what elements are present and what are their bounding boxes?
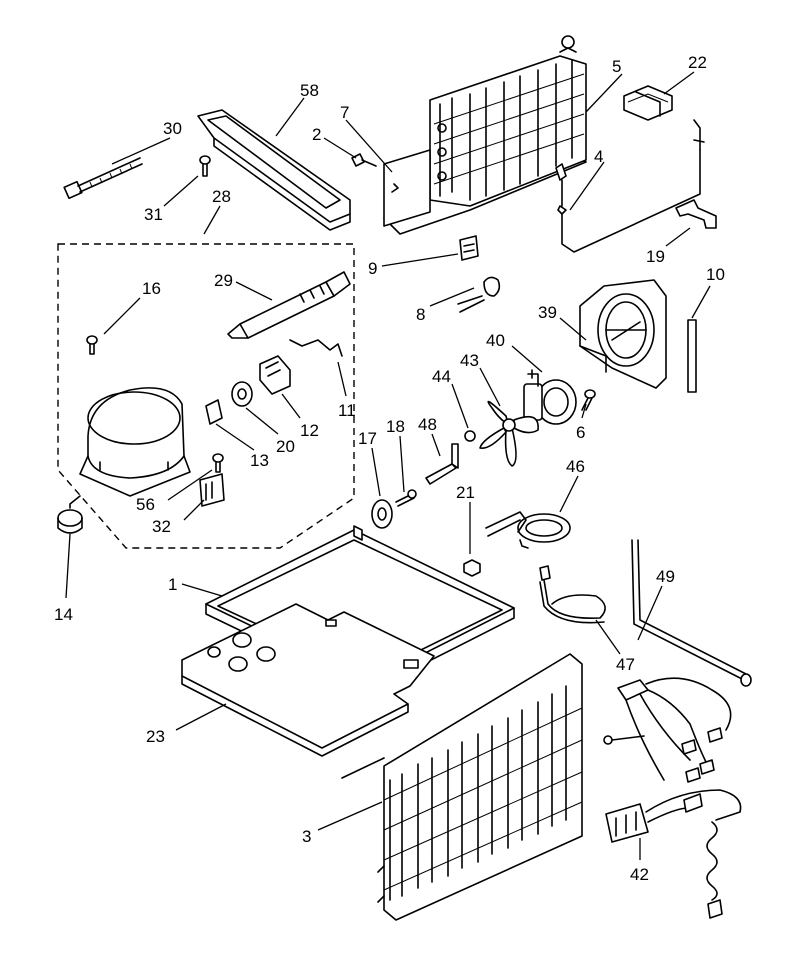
callout-2: 2 [312, 125, 321, 144]
callout-11: 11 [338, 401, 356, 420]
callout-40: 40 [486, 331, 505, 350]
callout-8: 8 [416, 305, 425, 324]
part-39-fan-shroud [579, 279, 667, 389]
part-23-base-plate [181, 603, 435, 757]
part-44-nut [464, 430, 476, 442]
part-8-grommet [457, 276, 501, 313]
callout-5: 5 [612, 57, 621, 76]
part-10-strip [687, 319, 697, 393]
callout-30: 30 [163, 119, 182, 138]
callout-21: 21 [456, 483, 475, 502]
callout-14: 14 [54, 605, 73, 624]
part-58-drain-pan [197, 109, 351, 231]
callout-18: 18 [386, 417, 405, 436]
callout-31: 31 [144, 205, 163, 224]
compressor [79, 387, 191, 497]
part-56-screw [212, 453, 224, 473]
part-31-screw [199, 155, 211, 177]
callout-46: 46 [566, 457, 585, 476]
callout-32: 32 [152, 517, 171, 536]
callout-6: 6 [576, 423, 585, 442]
callout-13: 13 [250, 451, 269, 470]
callout-29: 29 [214, 271, 233, 290]
callout-28: 28 [212, 187, 231, 206]
part-40-fan-motor [523, 369, 577, 425]
callout-39: 39 [538, 303, 557, 322]
callout-20: 20 [276, 437, 295, 456]
part-21-nut [463, 559, 481, 577]
callout-3: 3 [302, 827, 311, 846]
callout-42: 42 [630, 865, 649, 884]
part-13-clip [205, 399, 223, 425]
callout-4: 4 [594, 147, 603, 166]
part-47-tube [539, 565, 606, 624]
callout-labels: 30 58 7 2 5 22 4 31 28 9 19 29 16 8 10 3… [54, 53, 725, 884]
callout-10: 10 [706, 265, 725, 284]
part-42-wiring-harness [603, 677, 742, 919]
part-30-cable-tie [63, 157, 143, 200]
part-16-screw [86, 335, 98, 355]
callout-48: 48 [418, 415, 437, 434]
part-9-bracket [459, 235, 479, 261]
callout-1: 1 [168, 575, 177, 594]
part-20-overload [231, 381, 253, 407]
part-4-thermistor-wire [555, 119, 705, 253]
callout-49: 49 [656, 567, 675, 586]
callout-19: 19 [646, 247, 665, 266]
part-7-bracket [383, 149, 431, 227]
part-29-filter-drier [227, 271, 351, 339]
callout-22: 22 [688, 53, 707, 72]
part-2-screw [351, 153, 377, 167]
part-49-tube [631, 539, 752, 687]
part-5-evaporator-assembly [383, 35, 587, 235]
part-12-relay [259, 355, 291, 395]
callout-56: 56 [136, 495, 155, 514]
part-22-cover [623, 85, 673, 121]
callout-44: 44 [432, 367, 451, 386]
part-19-clip [675, 199, 717, 229]
callout-9: 9 [368, 259, 377, 278]
callout-7: 7 [340, 103, 349, 122]
part-6-screw [581, 389, 596, 411]
part-17-roller [371, 499, 393, 529]
part-48-rod [425, 443, 459, 485]
leader-lines [65, 71, 711, 860]
part-11-wire [289, 339, 343, 357]
part-32-terminal-block [199, 473, 225, 507]
part-28-compressor-boundary [57, 243, 355, 549]
callout-16: 16 [142, 279, 161, 298]
callout-43: 43 [460, 351, 479, 370]
part-18-bolt [395, 489, 417, 507]
part-14-grommet [57, 495, 83, 534]
callout-17: 17 [358, 429, 377, 448]
part-43-fan-blade [479, 400, 539, 467]
callout-12: 12 [300, 421, 319, 440]
part-3-condenser-coil [341, 653, 583, 921]
part-46-tube [485, 511, 571, 549]
callout-58: 58 [300, 81, 319, 100]
callout-23: 23 [146, 727, 165, 746]
callout-47: 47 [616, 655, 635, 674]
